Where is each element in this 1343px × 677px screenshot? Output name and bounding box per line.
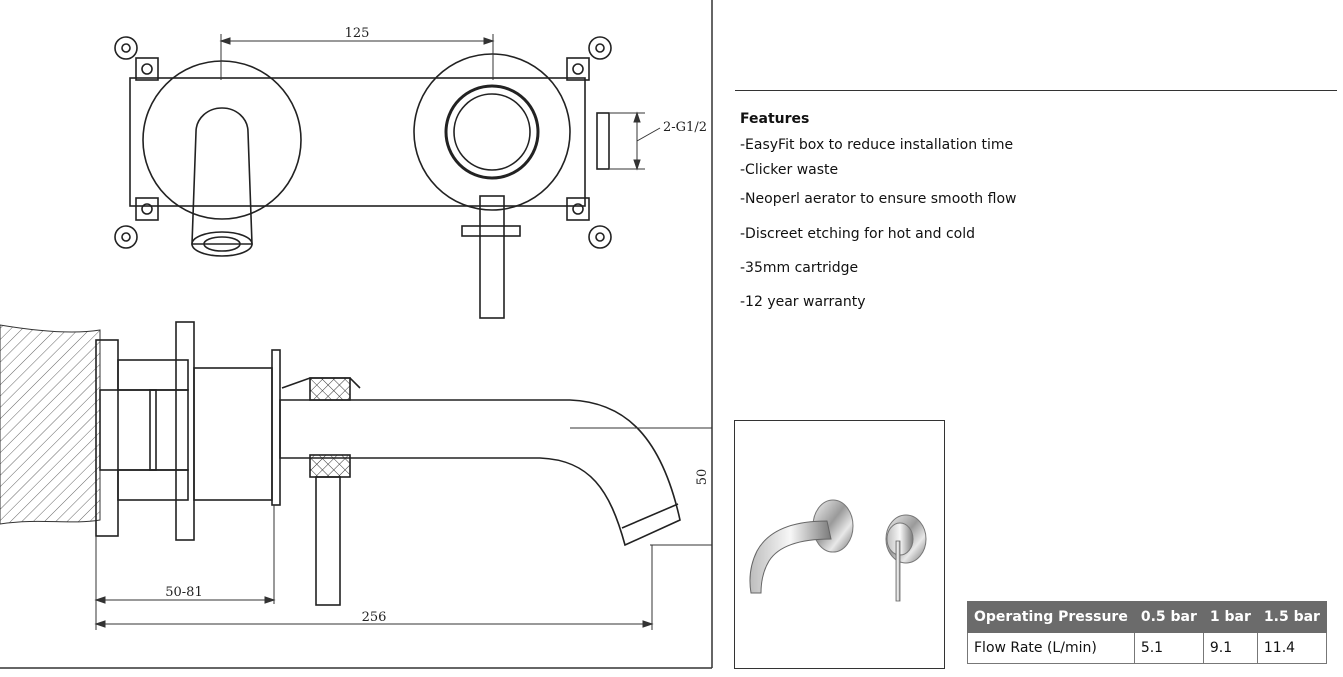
cartridge-cap bbox=[453, 93, 531, 171]
front-dimensions bbox=[219, 34, 661, 171]
flow-rate-1-5: 11.4 bbox=[1256, 632, 1327, 664]
inlet-fitting bbox=[596, 112, 610, 170]
wall-box-flange bbox=[95, 339, 119, 537]
photo-lever bbox=[895, 540, 901, 602]
row-label-flow-rate: Flow Rate (L/min) bbox=[967, 632, 1135, 664]
bracket-top-left bbox=[114, 36, 159, 81]
side-spout bbox=[279, 399, 681, 547]
knurled-cap-top bbox=[309, 377, 351, 401]
feature-item: -Neoperl aerator to ensure smooth flow bbox=[740, 191, 1017, 207]
dimension-wall-depth-label: 50-81 bbox=[165, 585, 202, 600]
header-pressure-1-5: 1.5 bar bbox=[1256, 601, 1327, 633]
side-dimensions bbox=[94, 427, 712, 630]
header-operating-pressure: Operating Pressure bbox=[967, 601, 1135, 633]
features-section: Features -EasyFit box to reduce installa… bbox=[740, 111, 1160, 310]
feature-item: -Discreet etching for hot and cold bbox=[740, 226, 976, 242]
mounting-box bbox=[129, 77, 586, 207]
photo-spout bbox=[749, 520, 832, 594]
bracket-top-right bbox=[566, 36, 612, 81]
front-view bbox=[114, 36, 612, 319]
side-lever bbox=[315, 476, 341, 606]
feature-item: -EasyFit box to reduce installation time bbox=[740, 137, 1014, 153]
cartridge-ring bbox=[444, 84, 540, 180]
features-title: Features bbox=[740, 111, 810, 127]
product-photo bbox=[734, 420, 945, 669]
wall-hatch bbox=[0, 324, 101, 525]
flow-rate-0-5: 5.1 bbox=[1133, 632, 1204, 664]
dimension-width-label: 125 bbox=[345, 26, 370, 41]
side-view bbox=[0, 321, 681, 606]
flow-rate-table: Operating Pressure 0.5 bar 1 bar 1.5 bar… bbox=[967, 601, 1327, 664]
dimension-spout-drop-label: 50 bbox=[695, 469, 710, 486]
technical-drawing: 125 2-G1/2 bbox=[0, 0, 713, 669]
bracket-bottom-right bbox=[566, 197, 612, 249]
spout-rosette bbox=[142, 60, 302, 220]
lever-rosette bbox=[413, 53, 571, 211]
spout-outlet-inner bbox=[203, 236, 241, 252]
table-header-row: Operating Pressure 0.5 bar 1 bar 1.5 bar bbox=[967, 601, 1327, 633]
header-pressure-1: 1 bar bbox=[1202, 601, 1258, 633]
header-pressure-0-5: 0.5 bar bbox=[1133, 601, 1204, 633]
feature-item: -12 year warranty bbox=[740, 294, 866, 310]
feature-item: -Clicker waste bbox=[740, 162, 839, 178]
dimension-thread-label: 2-G1/2 bbox=[663, 120, 707, 135]
technical-drawing-svg: 125 2-G1/2 bbox=[0, 0, 713, 669]
product-photo-svg bbox=[749, 499, 927, 602]
spout-outlet bbox=[191, 231, 253, 257]
spout-body bbox=[191, 107, 253, 245]
side-rosette bbox=[271, 349, 281, 506]
dimension-total-projection-label: 256 bbox=[362, 610, 387, 625]
feature-item: -35mm cartridge bbox=[740, 260, 859, 276]
lever-handle bbox=[479, 195, 505, 319]
flow-rate-1: 9.1 bbox=[1202, 632, 1258, 664]
table-row: Flow Rate (L/min) 5.1 9.1 11.4 bbox=[967, 632, 1327, 664]
wall-box-plate bbox=[175, 321, 195, 541]
section-divider bbox=[735, 90, 1337, 91]
lever-stop bbox=[461, 225, 521, 237]
bracket-bottom-left bbox=[114, 197, 159, 249]
